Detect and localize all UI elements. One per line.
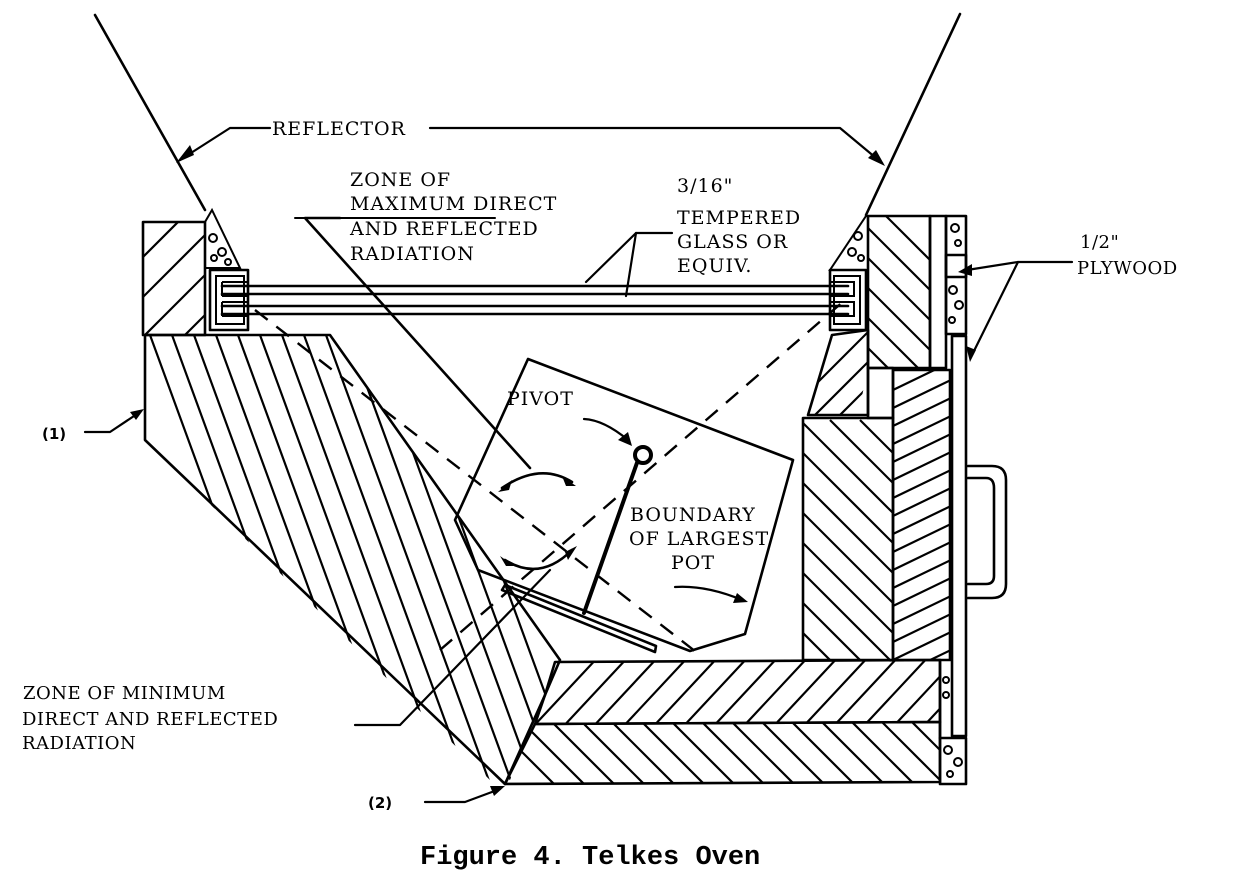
zone-min-line-2: DIRECT AND REFLECTED (22, 709, 278, 730)
leader-callout-1 (83, 409, 144, 434)
plywood-line-2: PLYWOOD (1077, 258, 1178, 279)
label-zone-min: ZONE OF MINIMUM DIRECT AND REFLECTED RAD… (22, 683, 278, 754)
glass-line-3: GLASS OR (677, 231, 788, 253)
oven-door (801, 334, 1008, 738)
glass-line-2: TEMPERED (677, 207, 801, 229)
leader-boundary (673, 585, 748, 603)
zone-max-line-1: ZONE OF (350, 169, 451, 191)
rotation-arcs (498, 472, 577, 571)
boundary-line-3: POT (671, 552, 715, 574)
pot-boundary (453, 357, 795, 653)
figure-caption: Figure 4. Telkes Oven (420, 843, 760, 873)
label-reflector: REFLECTOR (272, 118, 406, 140)
label-plywood: 1/2" PLYWOOD (1077, 232, 1178, 279)
callout-1: (1) (42, 425, 66, 443)
label-boundary: BOUNDARY OF LARGEST POT (629, 504, 769, 574)
oven-floor (503, 658, 968, 786)
leader-pivot (582, 417, 632, 446)
glass-line-4: EQUIV. (677, 255, 752, 277)
zone-max-line-2: MAXIMUM DIRECT (350, 193, 557, 215)
leader-reflector (176, 126, 885, 166)
zone-min-line-3: RADIATION (22, 733, 136, 754)
radiation-paths (254, 216, 846, 656)
pivot-point (633, 445, 653, 465)
leader-glass (584, 231, 674, 298)
callout-2: (2) (368, 794, 392, 812)
zone-max-line-3: AND REFLECTED (349, 218, 539, 240)
boundary-line-1: BOUNDARY (630, 504, 756, 526)
zone-min-line-1: ZONE OF MINIMUM (23, 683, 226, 704)
boundary-line-2: OF LARGEST (629, 528, 769, 550)
leader-plywood (958, 260, 1074, 362)
reflector-left (93, 13, 207, 212)
right-top-block (828, 214, 968, 370)
reflector-right (864, 12, 962, 217)
glass-line-1: 3/16" (677, 175, 733, 197)
label-pivot: PIVOT (507, 388, 574, 410)
left-top-block (141, 207, 250, 337)
label-zone-max: ZONE OF MAXIMUM DIRECT AND REFLECTED RAD… (349, 169, 557, 265)
leader-callout-2 (423, 786, 505, 804)
plywood-line-1: 1/2" (1080, 232, 1119, 253)
label-glass: 3/16" TEMPERED GLASS OR EQUIV. (677, 175, 801, 277)
leader-zone-min (353, 568, 552, 727)
zone-max-line-4: RADIATION (350, 243, 475, 265)
tempered-glass (220, 284, 850, 316)
